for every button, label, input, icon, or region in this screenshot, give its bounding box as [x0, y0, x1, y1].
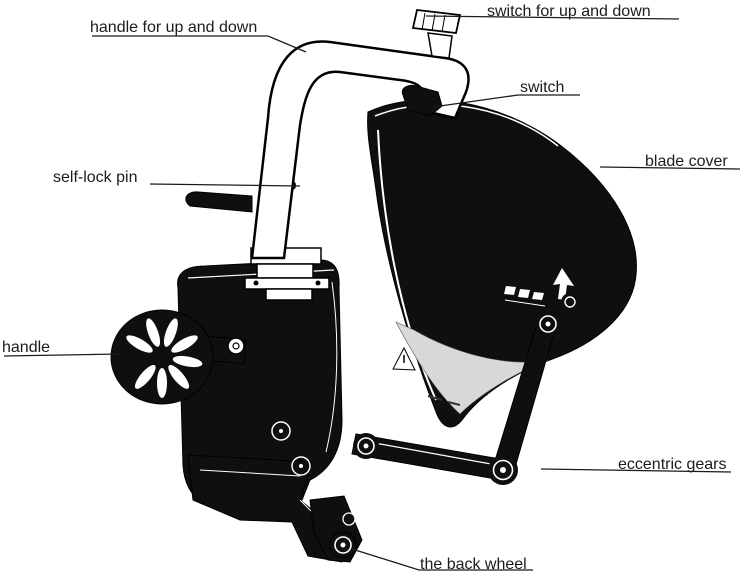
cover-arrow-icon — [553, 268, 574, 300]
leader-lines — [3, 15, 741, 571]
leader-back-wheel — [351, 548, 533, 571]
leader-switch-up-down — [425, 15, 680, 20]
leader-self-lock-pin — [149, 183, 301, 187]
label-the-back-wheel: the back wheel — [420, 556, 527, 573]
leader-handle — [3, 353, 121, 357]
blade-cover-shape — [367, 99, 637, 428]
eccentric-gears-shape — [351, 293, 579, 485]
back-wheel-shape — [309, 495, 363, 563]
label-handle-for-up-and-down: handle for up and down — [90, 19, 258, 36]
leader-blade-cover — [599, 166, 741, 170]
label-switch: switch — [520, 79, 565, 96]
base-plate-shape — [187, 421, 356, 563]
label-handle: handle — [2, 339, 51, 356]
leader-eccentric-gears — [540, 468, 732, 473]
label-eccentric-gears: eccentric gears — [618, 456, 727, 473]
handle-arch-shape — [250, 40, 470, 260]
up-down-switch-shape — [411, 9, 462, 59]
leader-switch — [432, 94, 580, 108]
label-blade-cover: blade cover — [645, 153, 728, 170]
cover-logo-marks — [504, 286, 546, 307]
label-switch-for-up-and-down: switch for up and down — [487, 3, 651, 20]
label-self-lock-pin: self-lock pin — [53, 169, 138, 186]
trigger-switch-shape — [401, 85, 443, 117]
leader-handle-up-down — [92, 35, 307, 53]
side-handle-knob-shape — [110, 309, 247, 405]
warning-triangle-icon — [392, 346, 416, 371]
